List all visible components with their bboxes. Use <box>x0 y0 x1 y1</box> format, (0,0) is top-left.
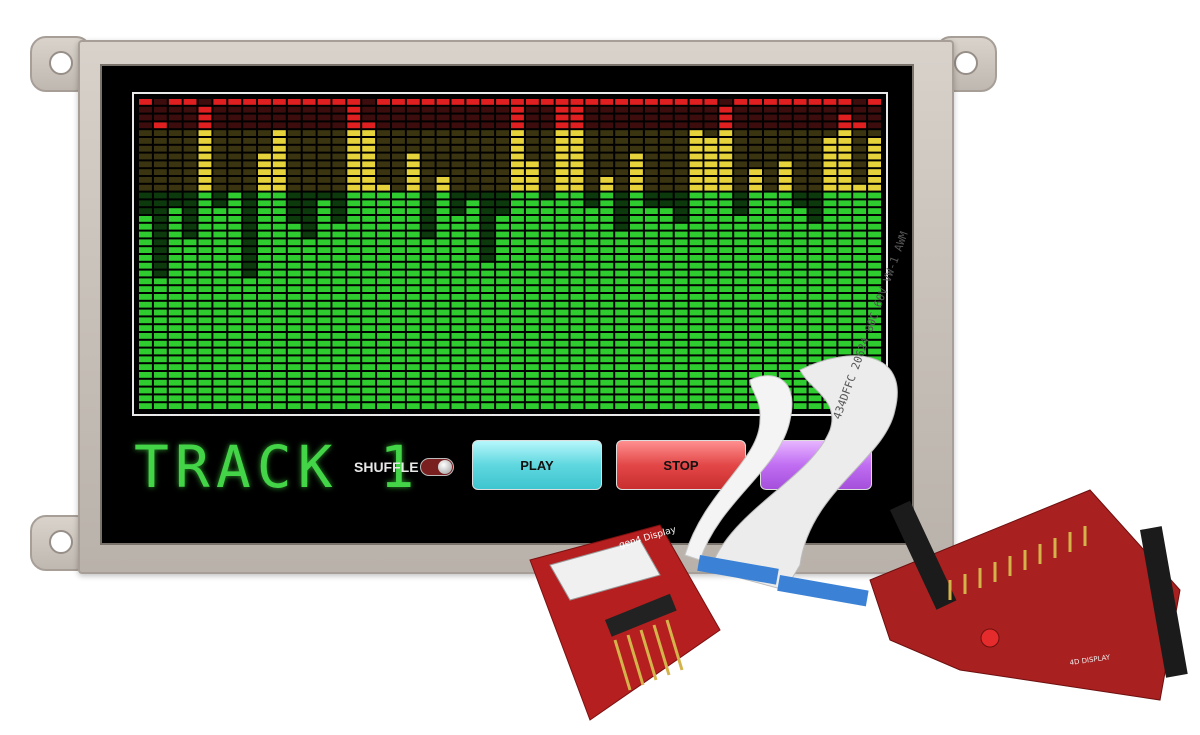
spectrum-band <box>302 99 316 409</box>
spectrum-band <box>734 99 748 409</box>
spectrum-band <box>332 99 346 409</box>
shield-board: 4D DISPLAY <box>869 489 1188 701</box>
spectrum-band <box>689 99 703 409</box>
spectrum-band <box>377 99 390 409</box>
spectrum-band <box>630 99 643 409</box>
spectrum-band <box>585 99 599 409</box>
spectrum-band <box>228 99 242 409</box>
spectrum-band <box>392 99 405 409</box>
spectrum-band <box>511 99 524 409</box>
spectrum-band <box>287 99 301 409</box>
spectrum-band <box>704 99 718 409</box>
spectrum-band <box>555 99 569 409</box>
adapter-board: gen4 Display <box>529 524 721 721</box>
spectrum-band <box>347 99 361 409</box>
shuffle-toggle[interactable] <box>420 458 454 476</box>
spectrum-band <box>674 99 688 409</box>
spectrum-band <box>406 99 420 409</box>
spectrum-analyzer <box>132 92 888 416</box>
spectrum-band <box>183 99 197 409</box>
spectrum-band <box>451 99 465 409</box>
spectrum-band <box>466 99 480 409</box>
spectrum-band <box>243 99 257 409</box>
spectrum-band <box>198 99 212 409</box>
spectrum-band <box>168 99 182 409</box>
mounting-hole <box>49 530 73 554</box>
spectrum-band <box>421 99 435 409</box>
play-button[interactable]: PLAY <box>472 440 602 490</box>
spectrum-band <box>213 99 227 409</box>
lcd-screen: TRACK 1 SHUFFLE PLAY STOP <box>100 64 914 545</box>
spectrum-band <box>570 99 584 409</box>
shuffle-label: SHUFFLE <box>354 459 419 475</box>
spectrum-band <box>540 99 554 409</box>
spectrum-band <box>481 99 495 409</box>
stop-button[interactable]: STOP <box>616 440 746 490</box>
spectrum-band <box>659 99 673 409</box>
spectrum-band <box>496 99 509 409</box>
cable-connector-strip <box>697 555 779 585</box>
spectrum-band <box>644 99 658 409</box>
spectrum-band <box>362 99 376 409</box>
spectrum-band <box>764 99 777 409</box>
spectrum-band <box>436 99 450 409</box>
spectrum-band <box>525 99 539 409</box>
mounting-hole <box>49 51 73 75</box>
spectrum-band <box>793 99 807 409</box>
spectrum-band <box>258 99 271 409</box>
spectrum-band <box>615 99 629 409</box>
spectrum-band <box>600 99 614 409</box>
spectrum-bars <box>139 99 881 409</box>
reset-button-icon <box>980 628 1000 648</box>
toggle-knob <box>438 460 452 474</box>
spectrum-band <box>719 99 733 409</box>
cable-connector-strip <box>777 575 869 607</box>
spectrum-band <box>153 99 167 409</box>
spectrum-band <box>139 99 152 409</box>
spectrum-band <box>272 99 286 409</box>
mounting-hole <box>954 51 978 75</box>
spectrum-band <box>317 99 331 409</box>
track-title: TRACK 1 <box>134 433 421 501</box>
